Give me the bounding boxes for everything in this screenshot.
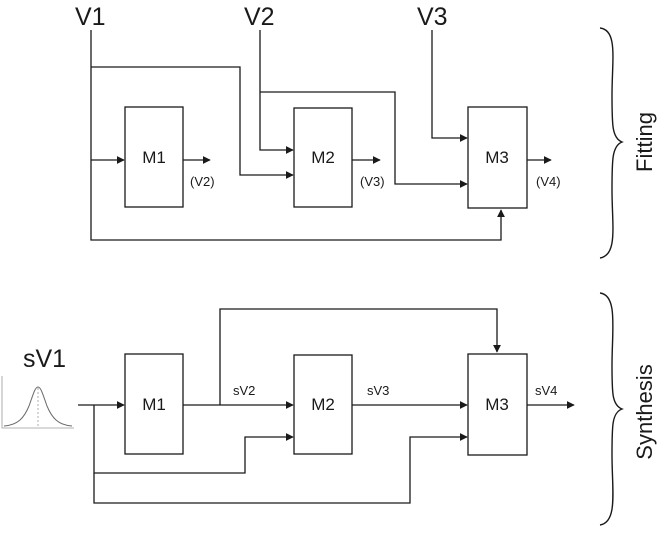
synthesis-input-label: sV1: [23, 345, 66, 373]
fitting-input-v3-label: V3: [417, 3, 448, 31]
sv1-to-m2-wire: [93, 405, 294, 474]
fitting-m3-output-label: (V4): [536, 174, 561, 189]
fitting-m2-output-label: (V3): [360, 174, 385, 189]
v2-to-m2-wire: [259, 30, 294, 154]
fitting-m3-box: [467, 106, 528, 209]
sv2-to-m3-top-wire: [219, 308, 501, 405]
fitting-m2-label: M2: [311, 148, 335, 167]
sv2-label: sV2: [233, 383, 255, 398]
synthesis-section: sV1 M1 M2 M3 sV2 sV3 sV4 Synthesis: [1, 292, 657, 526]
sv3-label: sV3: [367, 383, 389, 398]
synthesis-m3-label: M3: [485, 395, 509, 414]
v1-to-m3-bottom-wire: [90, 30, 505, 241]
fitting-brace: [599, 27, 624, 259]
sv4-label: sV4: [535, 383, 557, 398]
fitting-m1-output-label: (V2): [190, 174, 215, 189]
synthesis-section-label: Synthesis: [632, 364, 657, 459]
fitting-input-v2-label: V2: [244, 3, 275, 31]
fitting-m1-label: M1: [142, 148, 166, 167]
fitting-m2-box: [293, 107, 353, 208]
synthesis-m3-box: [467, 353, 528, 456]
fitting-m1-box: [124, 106, 184, 208]
fitting-m3-label: M3: [485, 148, 509, 167]
synthesis-m1-box: [124, 353, 184, 455]
fitting-section: V1 V2 V3 M1 M2 M3 (V2) (V3) (V4) Fitting: [75, 3, 657, 259]
gaussian-distribution-icon: [1, 376, 74, 429]
v1-to-m2-wire: [91, 66, 294, 179]
fitting-input-v1-label: V1: [75, 3, 106, 31]
synthesis-m1-label: M1: [142, 395, 166, 414]
synthesis-m2-box: [293, 354, 353, 455]
synthesis-m2-label: M2: [311, 395, 335, 414]
v3-to-m3-wire: [431, 30, 468, 142]
sv1-to-m3-wire: [93, 433, 468, 504]
v2-to-m3-wire: [260, 91, 468, 188]
synthesis-brace: [599, 292, 624, 526]
fitting-section-label: Fitting: [632, 112, 657, 172]
